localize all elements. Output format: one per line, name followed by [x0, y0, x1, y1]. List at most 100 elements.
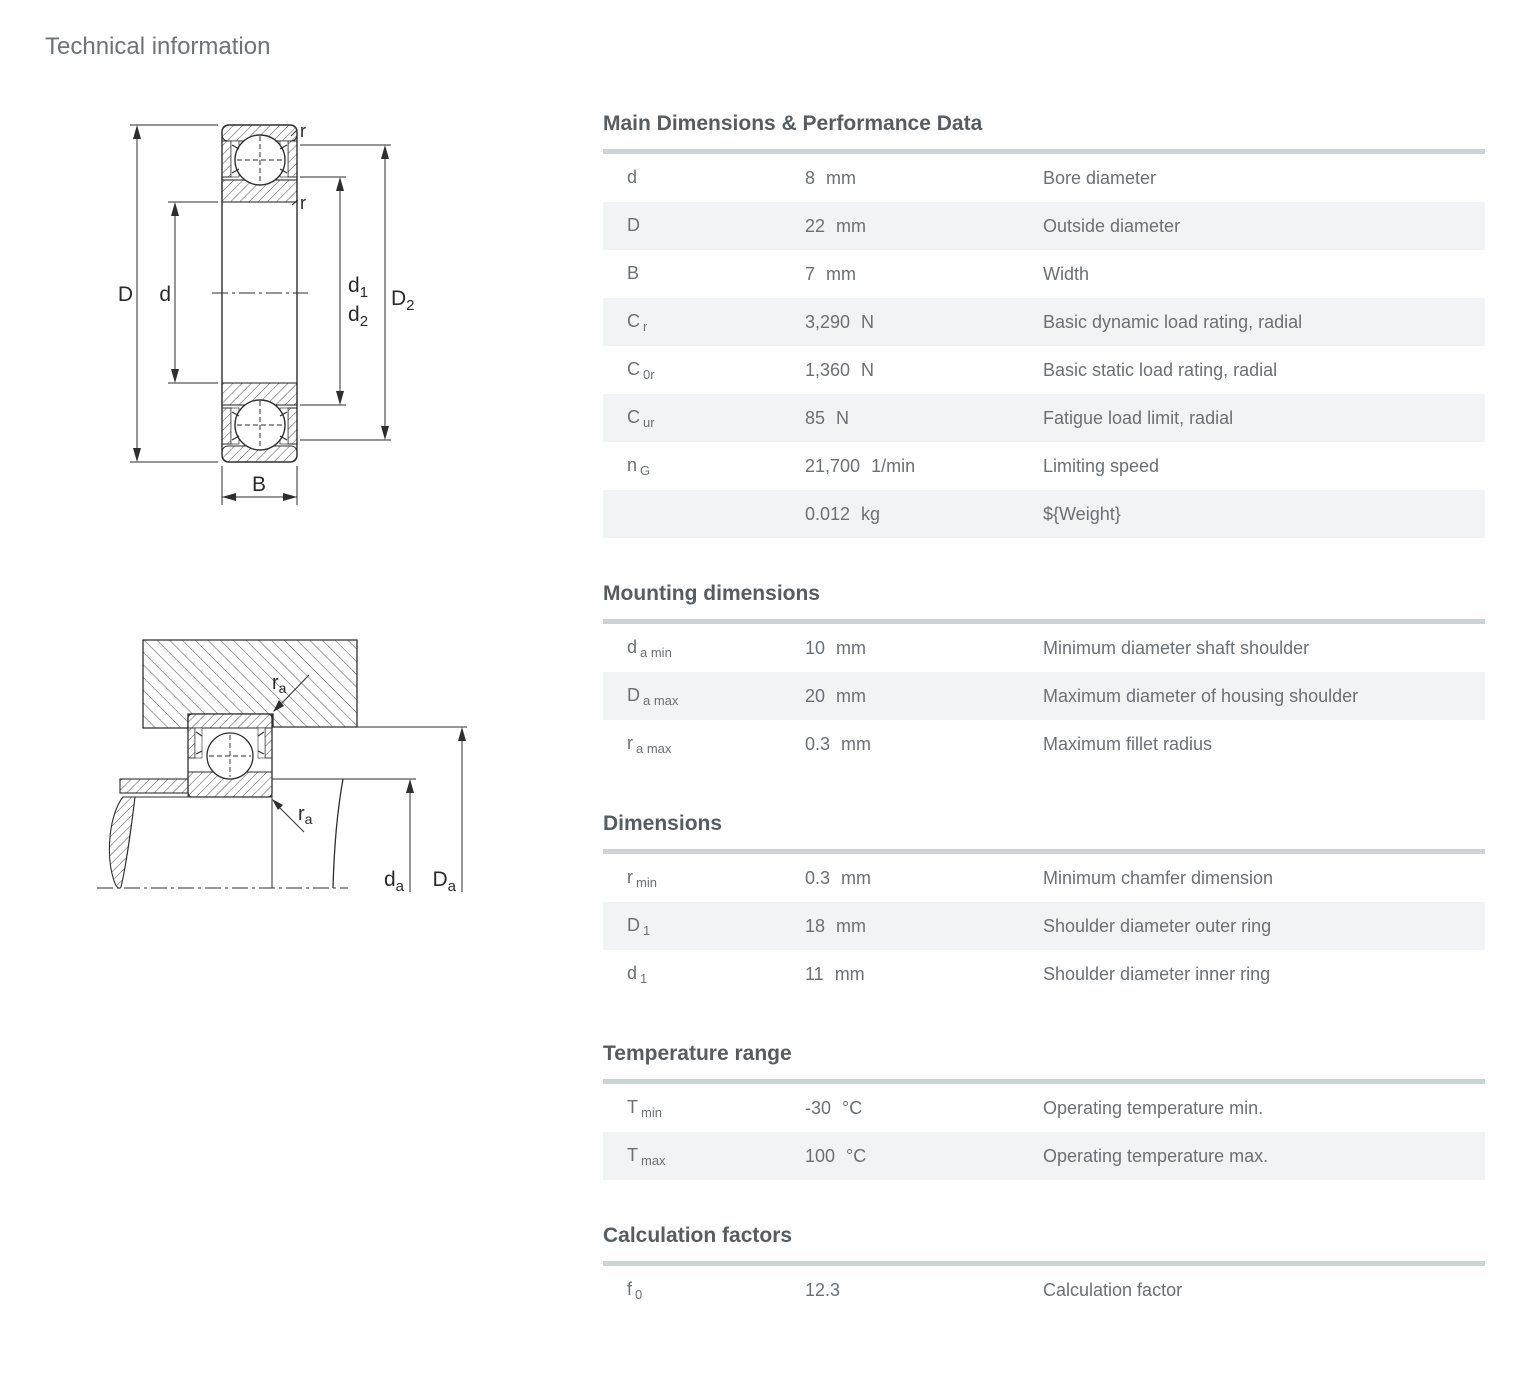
housing-section	[142, 639, 358, 729]
label-d: d	[159, 283, 171, 306]
label-ra-bottom: ra	[298, 803, 313, 827]
label-da: da	[384, 868, 405, 895]
mounting-dimension-lines	[357, 726, 467, 892]
seal-lips-top	[231, 144, 288, 174]
label-r-outer: r	[300, 121, 306, 141]
bearing-cross-section-drawing: D d d1 d2 D2 B r r	[118, 121, 415, 505]
label-d1: d1	[348, 274, 368, 301]
bearing-body	[212, 124, 308, 463]
description-cell: Minimum diameter shaft shoulder	[1043, 637, 1310, 658]
description-cell: Maximum fillet radius	[1043, 733, 1213, 754]
section-heading: Mounting dimensions	[603, 582, 820, 605]
seal-lips	[195, 731, 265, 755]
value-cell: -30°C	[805, 1097, 863, 1118]
description-cell: Outside diameter	[1043, 215, 1181, 236]
section-divider-bar	[603, 1079, 1485, 1084]
label-D2: D2	[391, 287, 415, 314]
symbol-cell	[603, 503, 805, 526]
label-Da: Da	[432, 868, 456, 895]
label-d2: d2	[348, 303, 368, 330]
description-cell: Basic dynamic load rating, radial	[1043, 311, 1303, 332]
value-cell: 12.3	[805, 1279, 841, 1300]
description-cell: Fatigue load limit, radial	[1043, 407, 1234, 428]
description-cell: Operating temperature min.	[1043, 1097, 1264, 1118]
dimension-lines	[130, 124, 391, 505]
description-cell: Minimum chamfer dimension	[1043, 867, 1274, 888]
description-cell: Shoulder diameter inner ring	[1043, 963, 1271, 984]
symbol-cell: d	[627, 166, 638, 187]
description-cell: Operating temperature max.	[1043, 1145, 1269, 1166]
label-r-inner: r	[300, 193, 306, 213]
description-cell: Basic static load rating, radial	[1043, 359, 1278, 380]
shaft-section	[97, 778, 416, 889]
description-cell: ${Weight}	[1043, 503, 1121, 524]
section-divider-bar	[603, 1261, 1485, 1266]
section-heading: Main Dimensions & Performance Data	[603, 112, 983, 135]
section-divider-bar	[603, 849, 1485, 854]
description-cell: Bore diameter	[1043, 167, 1157, 188]
fillet-leaders	[272, 674, 310, 833]
description-cell: Calculation factor	[1043, 1279, 1183, 1300]
label-D: D	[118, 283, 133, 306]
description-cell: Width	[1043, 263, 1090, 284]
section-heading: Temperature range	[603, 1042, 792, 1065]
section-divider-bar	[603, 149, 1485, 154]
label-ra-top: ra	[272, 672, 287, 696]
symbol-cell: D	[627, 214, 640, 235]
description-cell: Limiting speed	[1043, 455, 1160, 476]
section-heading: Dimensions	[603, 812, 723, 835]
description-cell: Shoulder diameter outer ring	[1043, 915, 1272, 936]
mounting-arrangement-drawing: ra ra da Da	[97, 639, 467, 895]
seal-lips-bottom	[231, 411, 288, 441]
value-cell: 100°C	[805, 1145, 867, 1166]
section-heading: Calculation factors	[603, 1224, 793, 1247]
page-title: Technical information	[45, 33, 271, 60]
